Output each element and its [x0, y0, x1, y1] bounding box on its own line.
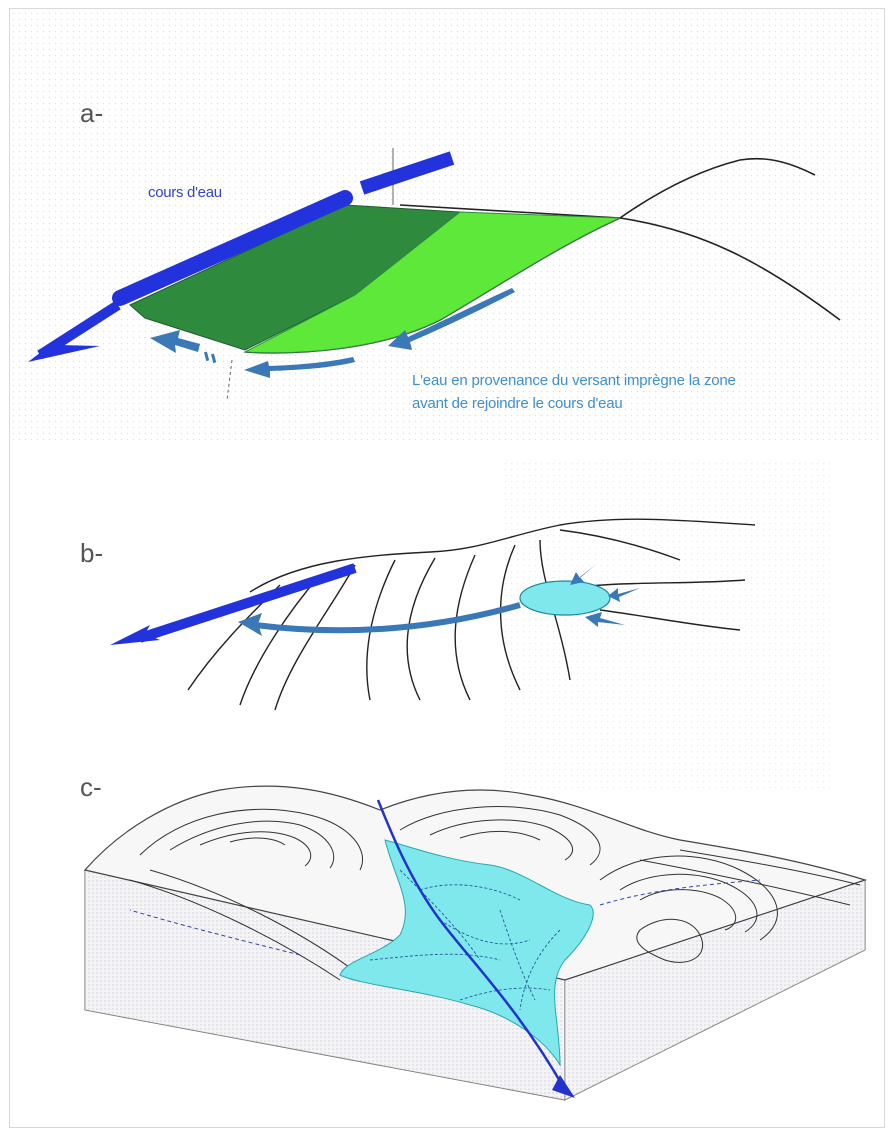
- panel-c-diagram: [85, 786, 865, 1100]
- panel-b-label: b-: [80, 538, 103, 569]
- stream-label: cours d'eau: [148, 184, 222, 201]
- panel-c-label: c-: [80, 772, 102, 803]
- panel-b-texture: [500, 460, 830, 790]
- caption-line-1: L'eau en provenance du versant imprègne …: [412, 370, 736, 391]
- caption-line-2: avant de rejoindre le cours d'eau: [412, 393, 623, 414]
- panel-a-label: a-: [80, 98, 103, 129]
- panel-b-flow-arrow: [255, 605, 520, 630]
- panel-b-wet-zone: [520, 581, 610, 615]
